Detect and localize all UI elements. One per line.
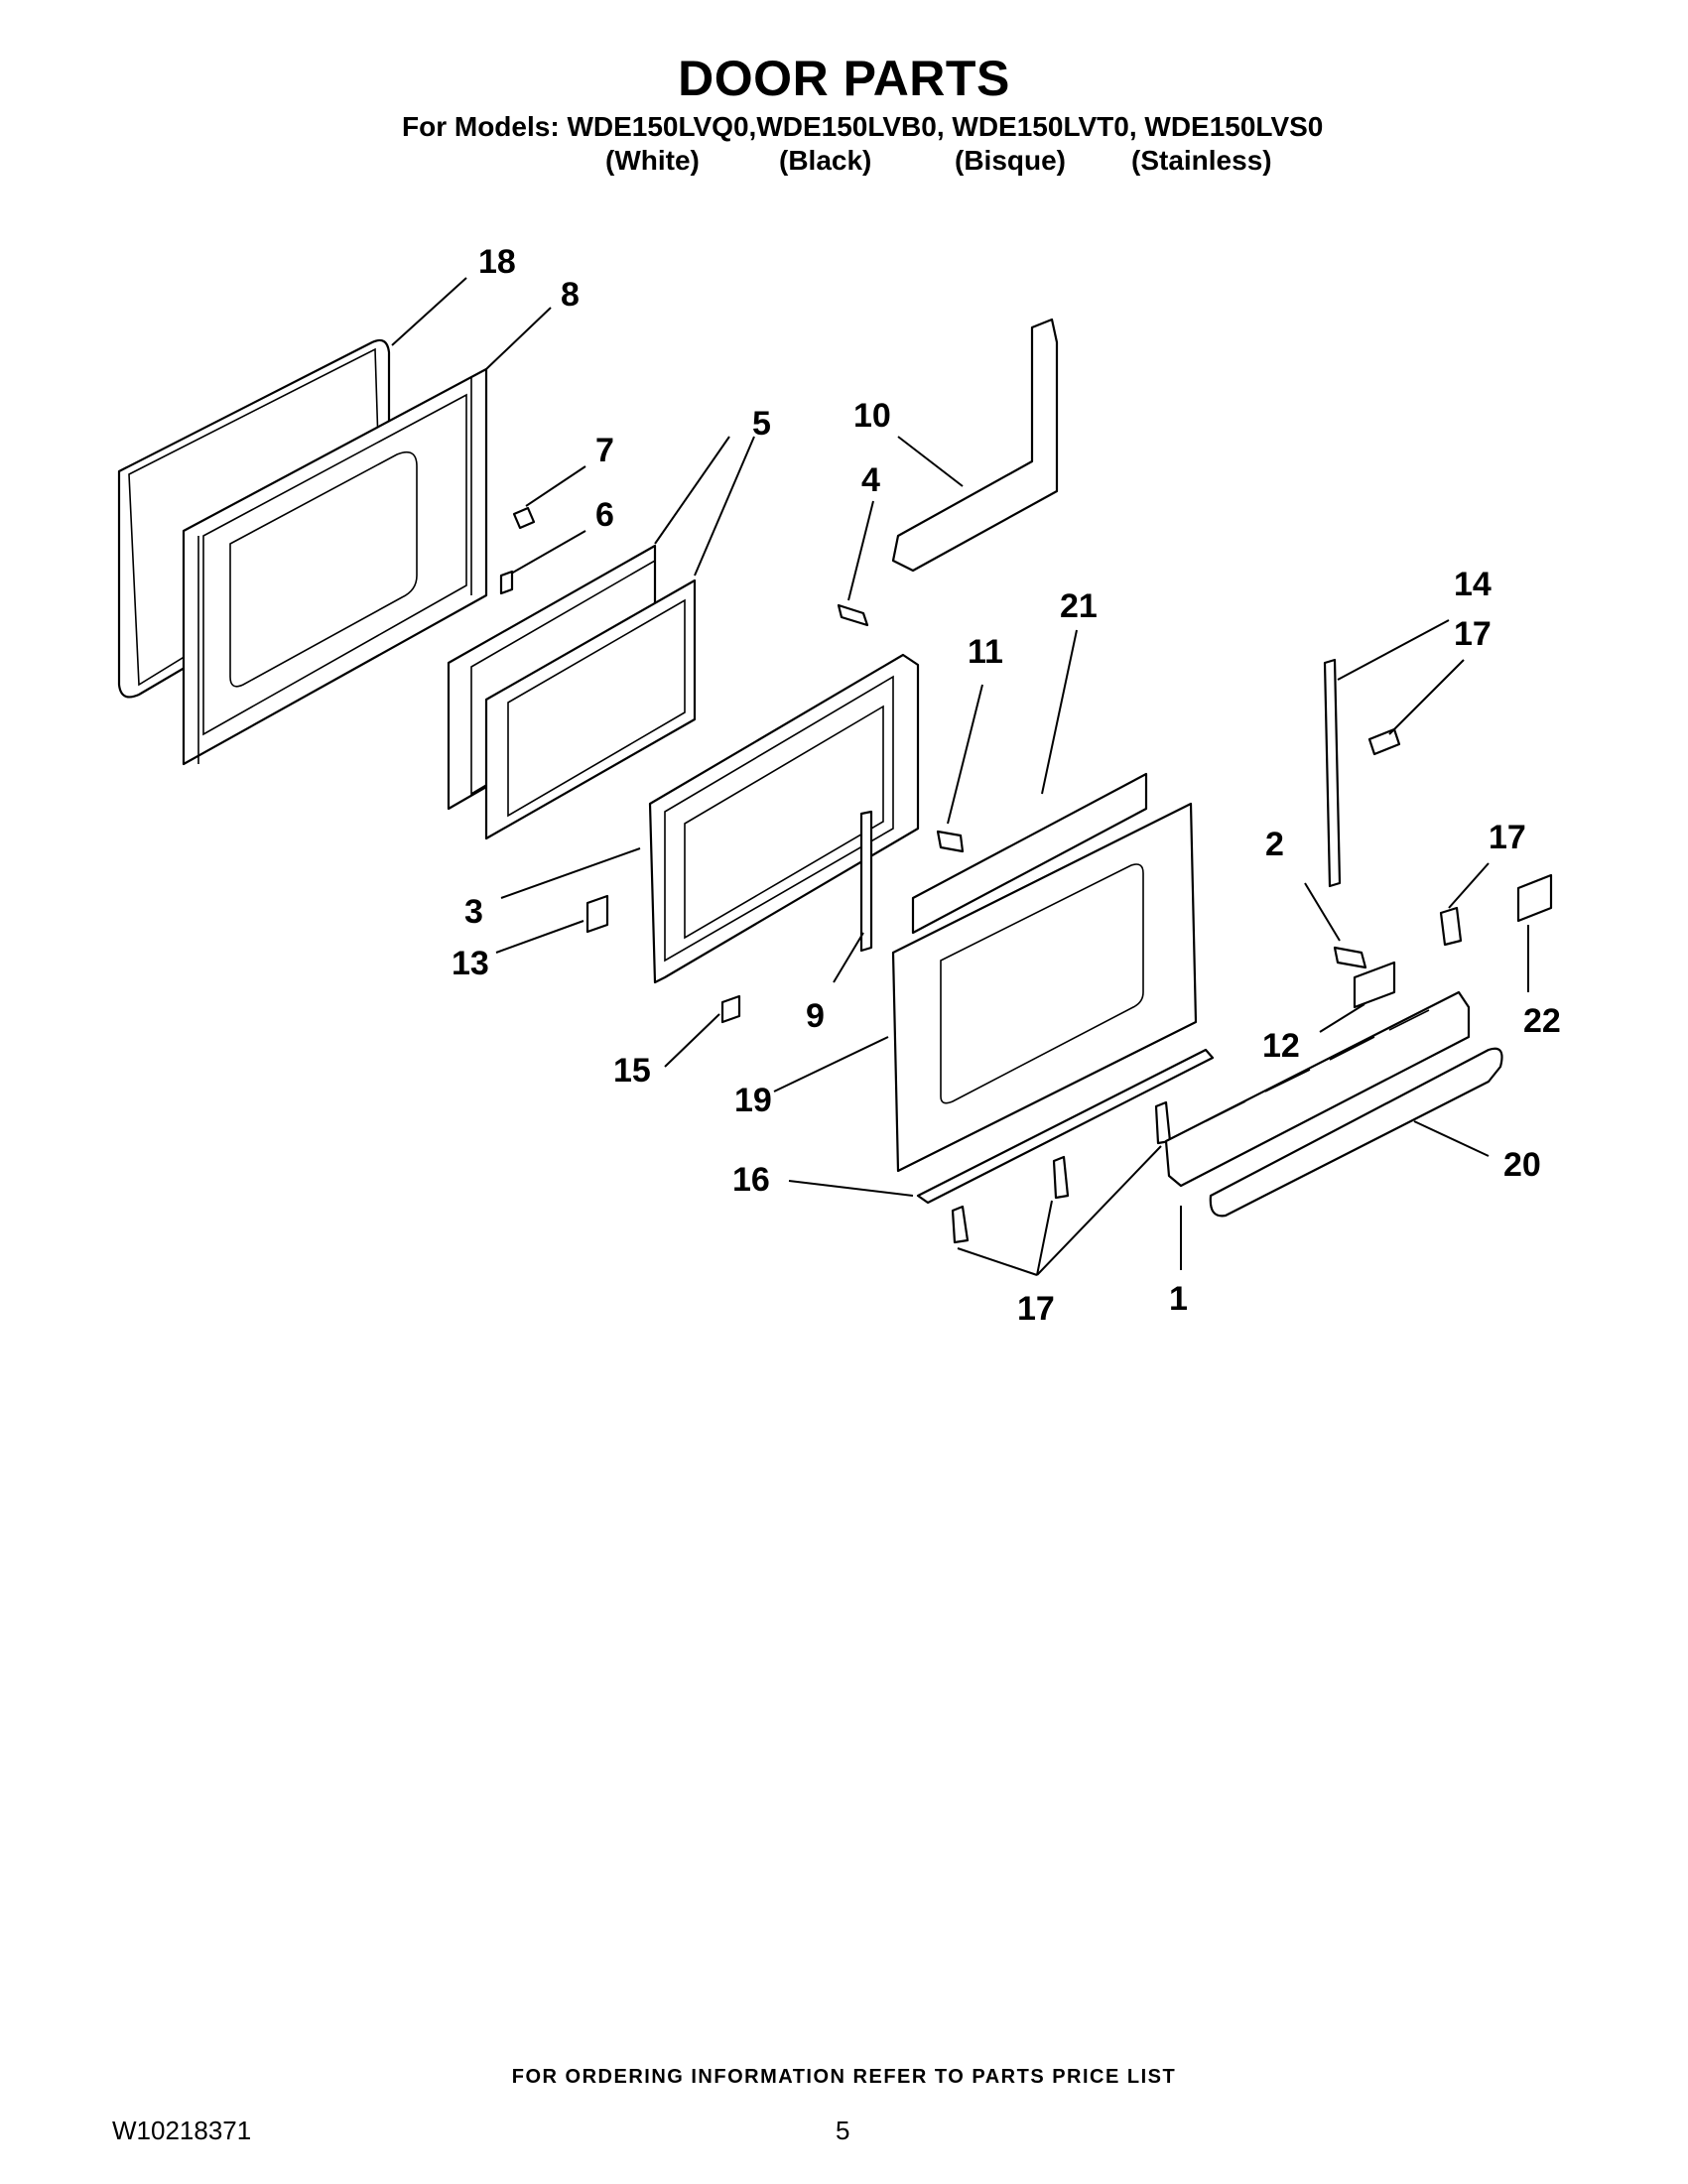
callout-16: 16: [732, 1161, 770, 1199]
ordering-note: FOR ORDERING INFORMATION REFER TO PARTS …: [511, 2066, 1177, 2088]
part-1-20-handle-assembly: [1164, 990, 1503, 1218]
callout-5: 5: [752, 405, 771, 443]
callout-3: 3: [464, 893, 483, 931]
callout-20: 20: [1503, 1146, 1541, 1184]
callout-15: 15: [613, 1052, 651, 1090]
callout-12: 12: [1262, 1027, 1300, 1065]
callout-4: 4: [861, 461, 880, 499]
color-stainless: (Stainless): [1131, 145, 1272, 176]
part-17-screw-upper: [1367, 727, 1401, 756]
part-7-clip: [512, 506, 536, 530]
part-14-rod: [1323, 658, 1342, 888]
part-17-screw-c: [1154, 1100, 1172, 1145]
callout-21: 21: [1060, 587, 1098, 625]
callout-10: 10: [853, 397, 891, 435]
color-bisque: (Bisque): [955, 145, 1066, 176]
callout-11: 11: [968, 633, 1003, 671]
part-10-deflector: [891, 318, 1059, 573]
part-4-screw: [837, 603, 869, 627]
page-number: 5: [836, 2116, 850, 2145]
callout-19: 19: [734, 1082, 772, 1119]
callout-8: 8: [561, 276, 580, 314]
part-6-block: [499, 570, 514, 595]
part-15-label: [720, 994, 741, 1024]
part-8-inner-door: [182, 367, 488, 766]
part-21-strip: [911, 772, 1148, 935]
part-9-bracket: [859, 810, 873, 953]
color-white: (White): [605, 145, 700, 176]
part-11-screw: [936, 830, 965, 853]
callout-22: 22: [1523, 1002, 1561, 1040]
part-3-door-frame: [648, 653, 920, 984]
callout-7: 7: [595, 432, 614, 469]
part-16-trim: [916, 1048, 1215, 1205]
part-5-glass-panels: [447, 544, 697, 840]
callout-6: 6: [595, 496, 614, 534]
models-line: For Models: WDE150LVQ0,WDE150LVB0, WDE15…: [402, 111, 1324, 142]
part-17-screw-b: [1052, 1155, 1070, 1200]
callout-13: 13: [452, 945, 489, 982]
callout-numbers: 18 8 7 6 5 10 4 21 11 14 17 17 3 13 9 2 …: [452, 243, 1561, 1328]
part-2-screw: [1333, 946, 1367, 969]
callout-2: 2: [1265, 826, 1284, 863]
part-22-label: [1516, 873, 1553, 923]
part-17-screw-a: [951, 1205, 970, 1244]
part-17-screw-right: [1439, 906, 1463, 947]
part-19-outer-door: [891, 802, 1198, 1173]
part-12-bracket: [1353, 961, 1396, 1009]
page-title: DOOR PARTS: [678, 51, 1010, 106]
callout-9: 9: [806, 997, 825, 1035]
color-black: (Black): [779, 145, 872, 176]
callout-17-bottom: 17: [1017, 1290, 1055, 1328]
callout-14: 14: [1454, 566, 1492, 603]
callout-17-top: 17: [1454, 615, 1492, 653]
callout-17-right: 17: [1489, 819, 1526, 856]
callout-1: 1: [1169, 1280, 1188, 1318]
document-number: W10218371: [112, 2116, 252, 2145]
leader-lines: [391, 277, 1529, 1276]
part-13-label: [585, 894, 609, 934]
callout-18: 18: [478, 243, 516, 281]
